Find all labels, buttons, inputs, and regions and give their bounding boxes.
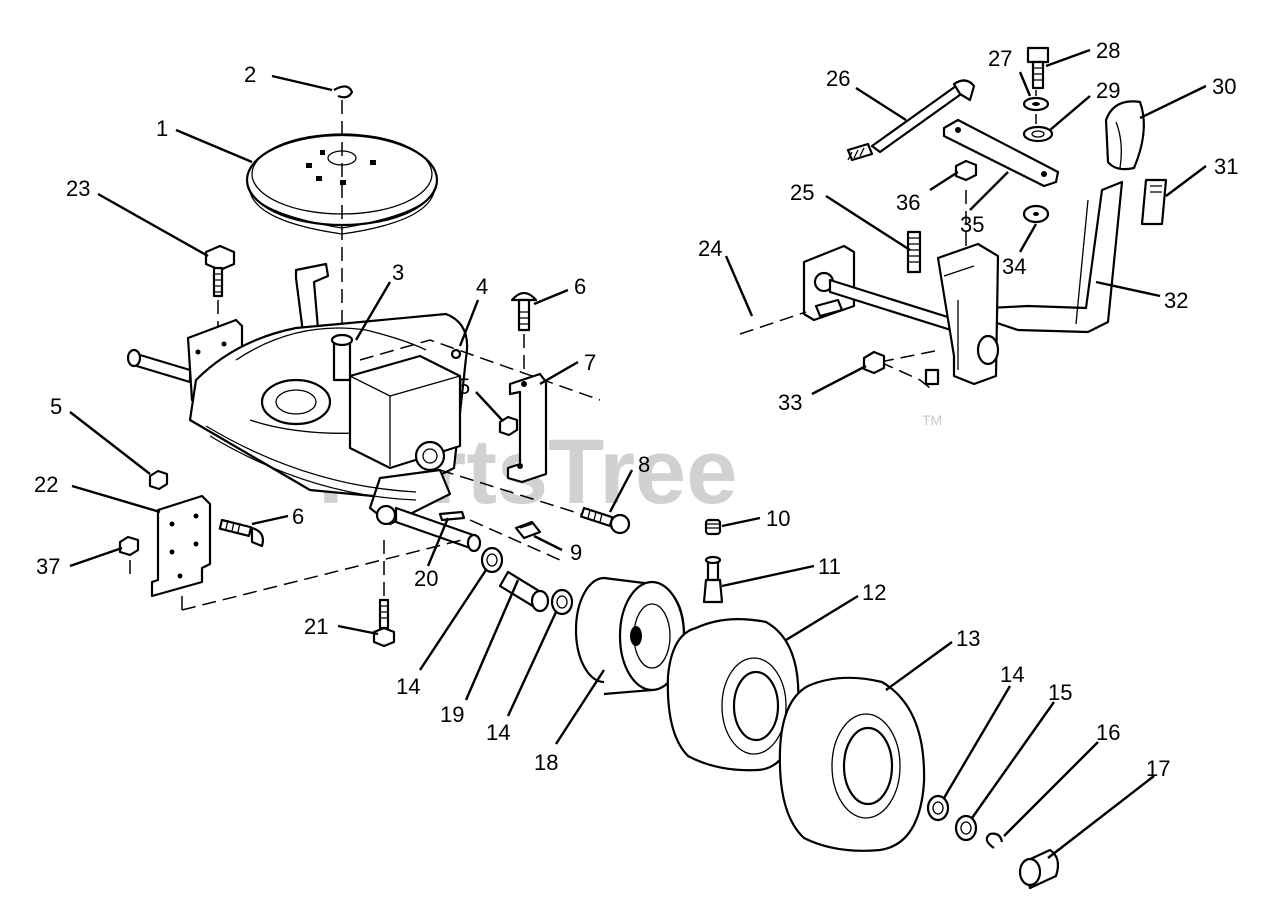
part-7-bracket[interactable] <box>506 372 548 484</box>
part-11-valve-stem[interactable] <box>702 555 724 604</box>
callout-7: 7 <box>584 350 596 375</box>
callout-6-lower: 6 <box>292 504 304 529</box>
callout-25: 25 <box>790 180 814 205</box>
part-20-key[interactable] <box>438 510 466 522</box>
part-shift-bracket-assembly <box>802 242 1000 386</box>
callout-24: 24 <box>698 236 722 261</box>
part-14-washer-middle[interactable] <box>550 588 574 616</box>
callout-8: 8 <box>638 452 650 477</box>
part-19-spacer[interactable] <box>498 570 550 613</box>
callout-34: 34 <box>1002 254 1026 279</box>
callout-16: 16 <box>1096 720 1120 745</box>
callout-6-upper: 6 <box>574 274 586 299</box>
callout-15: 15 <box>1048 680 1072 705</box>
part-35-plate[interactable] <box>942 118 1060 188</box>
callout-1: 1 <box>156 116 168 141</box>
callout-14-right: 14 <box>1000 662 1024 687</box>
callout-36: 36 <box>896 190 920 215</box>
callout-27: 27 <box>988 46 1012 71</box>
part-17-hub-cap[interactable] <box>1018 848 1060 890</box>
part-21-bolt[interactable] <box>372 598 396 648</box>
callout-12: 12 <box>862 580 886 605</box>
leader-lines <box>69 48 1207 859</box>
part-28-bolt[interactable] <box>1026 46 1050 90</box>
part-6-carriage-bolt-upper[interactable] <box>510 291 538 332</box>
part-9-clip[interactable] <box>514 520 542 540</box>
part-23-bolt[interactable] <box>204 244 236 298</box>
callout-11: 11 <box>818 554 841 579</box>
part-31-decal[interactable] <box>1140 178 1168 226</box>
callout-5-left: 5 <box>50 394 62 419</box>
callout-4: 4 <box>476 274 488 299</box>
part-14-washer-right[interactable] <box>926 794 950 822</box>
part-12-tire-inner[interactable] <box>666 618 800 772</box>
part-36-nut[interactable] <box>954 159 978 182</box>
part-27-washer[interactable] <box>1022 96 1050 112</box>
part-25-spring[interactable] <box>906 230 922 274</box>
callout-31: 31 <box>1214 154 1238 179</box>
callout-10: 10 <box>766 506 790 531</box>
callout-29: 29 <box>1096 78 1120 103</box>
part-5-nut-center[interactable] <box>498 415 519 437</box>
part-14-washer-left[interactable] <box>480 546 504 574</box>
callout-26: 26 <box>826 66 850 91</box>
callout-17: 17 <box>1146 756 1170 781</box>
part-4-nut[interactable] <box>450 348 462 360</box>
part-32-shift-lever[interactable] <box>986 180 1124 334</box>
watermark-trademark: TM <box>922 412 942 428</box>
part-30-knob[interactable] <box>1104 100 1145 171</box>
part-13-tire-outer[interactable] <box>778 676 926 852</box>
part-34-washer[interactable] <box>1022 204 1050 224</box>
part-8-bolt[interactable] <box>580 506 631 535</box>
part-5-nut-left[interactable] <box>148 469 169 491</box>
callout-5-center: 5 <box>458 374 470 399</box>
callout-2: 2 <box>244 62 256 87</box>
callout-9: 9 <box>570 540 582 565</box>
part-29-washer[interactable] <box>1022 125 1054 143</box>
callout-22: 22 <box>34 472 58 497</box>
callout-3: 3 <box>392 260 404 285</box>
part-15-washer[interactable] <box>954 814 978 842</box>
callout-18: 18 <box>534 750 558 775</box>
callout-33: 33 <box>778 390 802 415</box>
callout-35: 35 <box>960 212 984 237</box>
callout-labels: 2 1 23 3 4 6 7 5 5 8 22 6 9 37 20 21 14 … <box>34 38 1238 781</box>
callout-13: 13 <box>956 626 980 651</box>
part-26-control-rod[interactable] <box>846 79 976 162</box>
callout-14-middle: 14 <box>486 720 510 745</box>
part-37-nut[interactable] <box>118 535 140 557</box>
callout-30: 30 <box>1212 74 1236 99</box>
callout-14-left: 14 <box>396 674 420 699</box>
callout-32: 32 <box>1164 288 1188 313</box>
part-6-carriage-bolt-lower[interactable] <box>218 518 264 548</box>
callout-37: 37 <box>36 554 60 579</box>
callout-21: 21 <box>304 614 328 639</box>
part-10-valve-cap[interactable] <box>704 518 722 536</box>
callout-20: 20 <box>414 566 438 591</box>
part-22-mounting-plate[interactable] <box>150 494 212 598</box>
part-transaxle-housing <box>126 262 482 553</box>
callout-19: 19 <box>440 702 464 727</box>
callout-23: 23 <box>66 176 90 201</box>
callout-28: 28 <box>1096 38 1120 63</box>
part-2-clip[interactable] <box>333 85 354 99</box>
part-33-nut[interactable] <box>862 350 886 375</box>
part-18-wheel-rim[interactable] <box>574 576 686 696</box>
part-16-retaining-ring[interactable] <box>985 832 1004 849</box>
